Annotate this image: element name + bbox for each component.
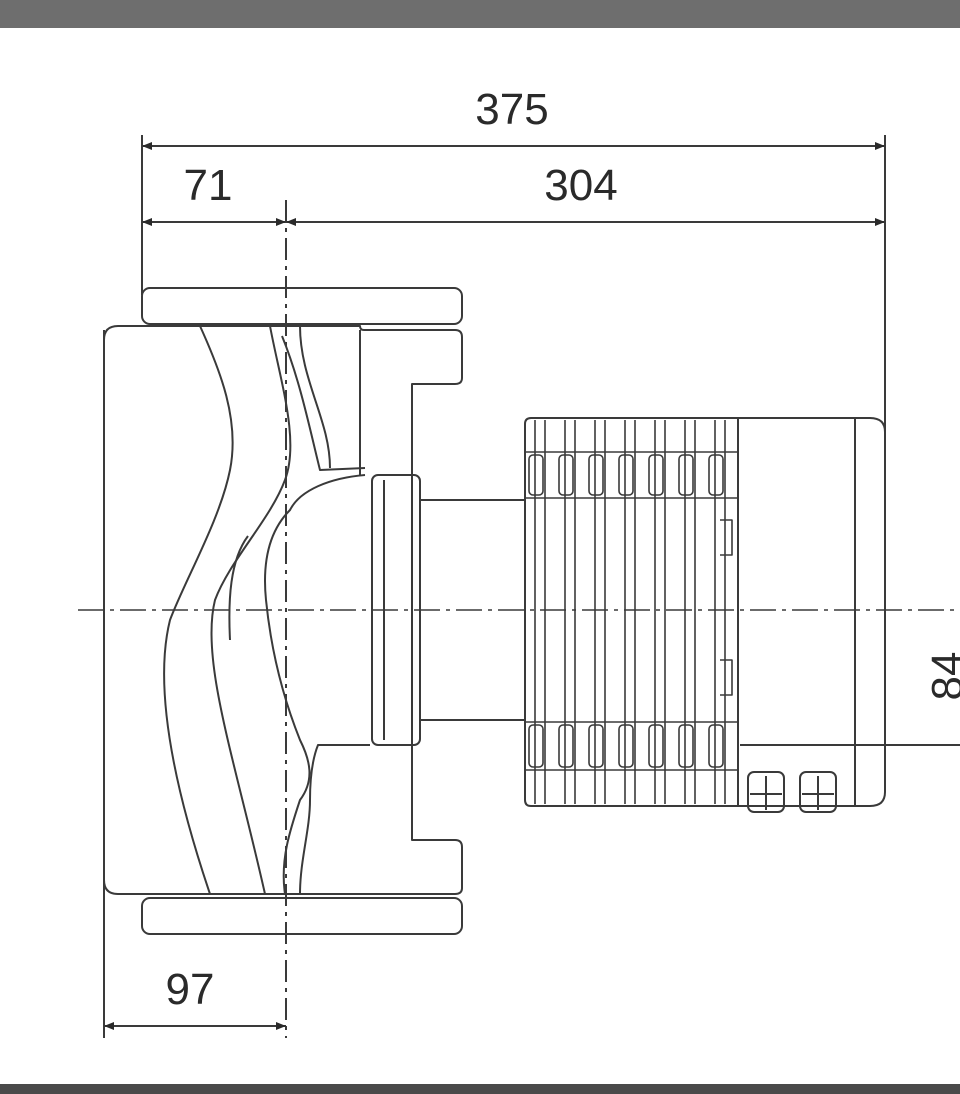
dimension-lines [104, 142, 885, 1030]
pump-housing [103, 287, 463, 935]
dimension-label-housing-half-width: 97 [166, 965, 215, 1014]
window-top-bar [0, 0, 960, 28]
dimension-label-axis-height: 84 [923, 652, 960, 701]
dimension-label-inlet-offset: 71 [184, 161, 233, 210]
window-bottom-bar [0, 1084, 960, 1094]
pump-technical-drawing: 375 71 304 97 84 [78, 85, 960, 1038]
cable-glands [747, 771, 837, 813]
dimension-label-motor-length: 304 [544, 161, 617, 210]
cooling-fins [525, 420, 738, 804]
motor-body [524, 417, 886, 807]
dimension-label-overall-length: 375 [475, 85, 548, 134]
